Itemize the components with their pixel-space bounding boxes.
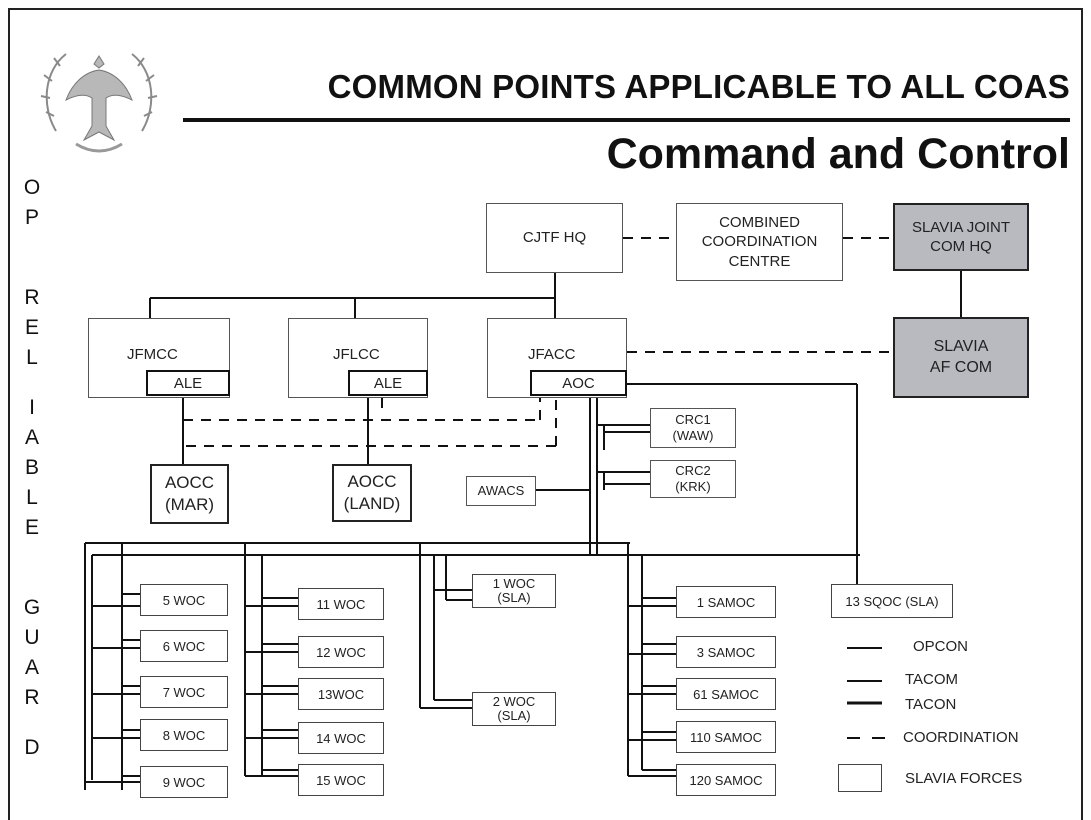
woc-sla-box: 1 WOC (SLA) [472, 574, 556, 608]
side-letter: G [23, 596, 41, 619]
samoc-box: 110 SAMOC [676, 721, 776, 753]
side-letter: D [24, 736, 40, 759]
side-letter: P [24, 206, 39, 229]
woc-box: 8 WOC [140, 719, 228, 751]
aocc-mar-box: AOCC (MAR) [150, 464, 229, 524]
woc-box: 6 WOC [140, 630, 228, 662]
side-letter: A [24, 426, 39, 449]
cjtf-hq-box: CJTF HQ [486, 203, 623, 273]
side-letter: B [24, 456, 39, 479]
woc-box: 13WOC [298, 678, 384, 710]
side-letter: L [26, 346, 38, 369]
woc-sla-box: 2 WOC (SLA) [472, 692, 556, 726]
woc-box: 9 WOC [140, 766, 228, 798]
legend-opcon-label: OPCON [913, 638, 969, 655]
side-letter: R [24, 286, 40, 309]
aoc-box: AOC [530, 370, 627, 396]
woc-box: 5 WOC [140, 584, 228, 616]
side-letter: E [24, 316, 39, 339]
ale-box: ALE [146, 370, 230, 396]
legend-slavia-swatch [838, 764, 882, 792]
side-letter: A [24, 656, 39, 679]
eagle-emblem-icon [40, 53, 158, 153]
legend-tacon-label: TACON [905, 696, 957, 713]
woc-box: 15 WOC [298, 764, 384, 796]
samoc-box: 61 SAMOC [676, 678, 776, 710]
title-divider [183, 118, 1070, 122]
slavia-af-com-box: SLAVIA AF COM [893, 317, 1029, 398]
samoc-box: 1 SAMOC [676, 586, 776, 618]
samoc-box: 120 SAMOC [676, 764, 776, 796]
crc1-box: CRC1 (WAW) [650, 408, 736, 448]
woc-box: 11 WOC [298, 588, 384, 620]
ale-box: ALE [348, 370, 428, 396]
combined-coordination-centre-box: COMBINED COORDINATION CENTRE [676, 203, 843, 281]
woc-box: 7 WOC [140, 676, 228, 708]
side-letter: E [24, 516, 39, 539]
slavia-joint-com-hq-box: SLAVIA JOINT COM HQ [893, 203, 1029, 271]
side-letter: U [24, 626, 40, 649]
page-title: COMMON POINTS APPLICABLE TO ALL COAS [327, 68, 1070, 105]
slide-frame [8, 8, 1083, 820]
sqoc-sla-box: 13 SQOC (SLA) [831, 584, 953, 618]
side-letter: L [26, 486, 38, 509]
page-subtitle: Command and Control [606, 130, 1070, 178]
legend-coordination-label: COORDINATION [903, 729, 1019, 746]
woc-box: 14 WOC [298, 722, 384, 754]
samoc-box: 3 SAMOC [676, 636, 776, 668]
aocc-land-box: AOCC (LAND) [332, 464, 412, 522]
side-letter: I [29, 396, 35, 419]
legend-slavia-forces-label: SLAVIA FORCES [905, 770, 1023, 787]
legend-tacom-label: TACOM [905, 671, 959, 688]
awacs-box: AWACS [466, 476, 536, 506]
crc2-box: CRC2 (KRK) [650, 460, 736, 498]
side-letter: R [24, 686, 40, 709]
side-letter: O [23, 176, 41, 199]
woc-box: 12 WOC [298, 636, 384, 668]
